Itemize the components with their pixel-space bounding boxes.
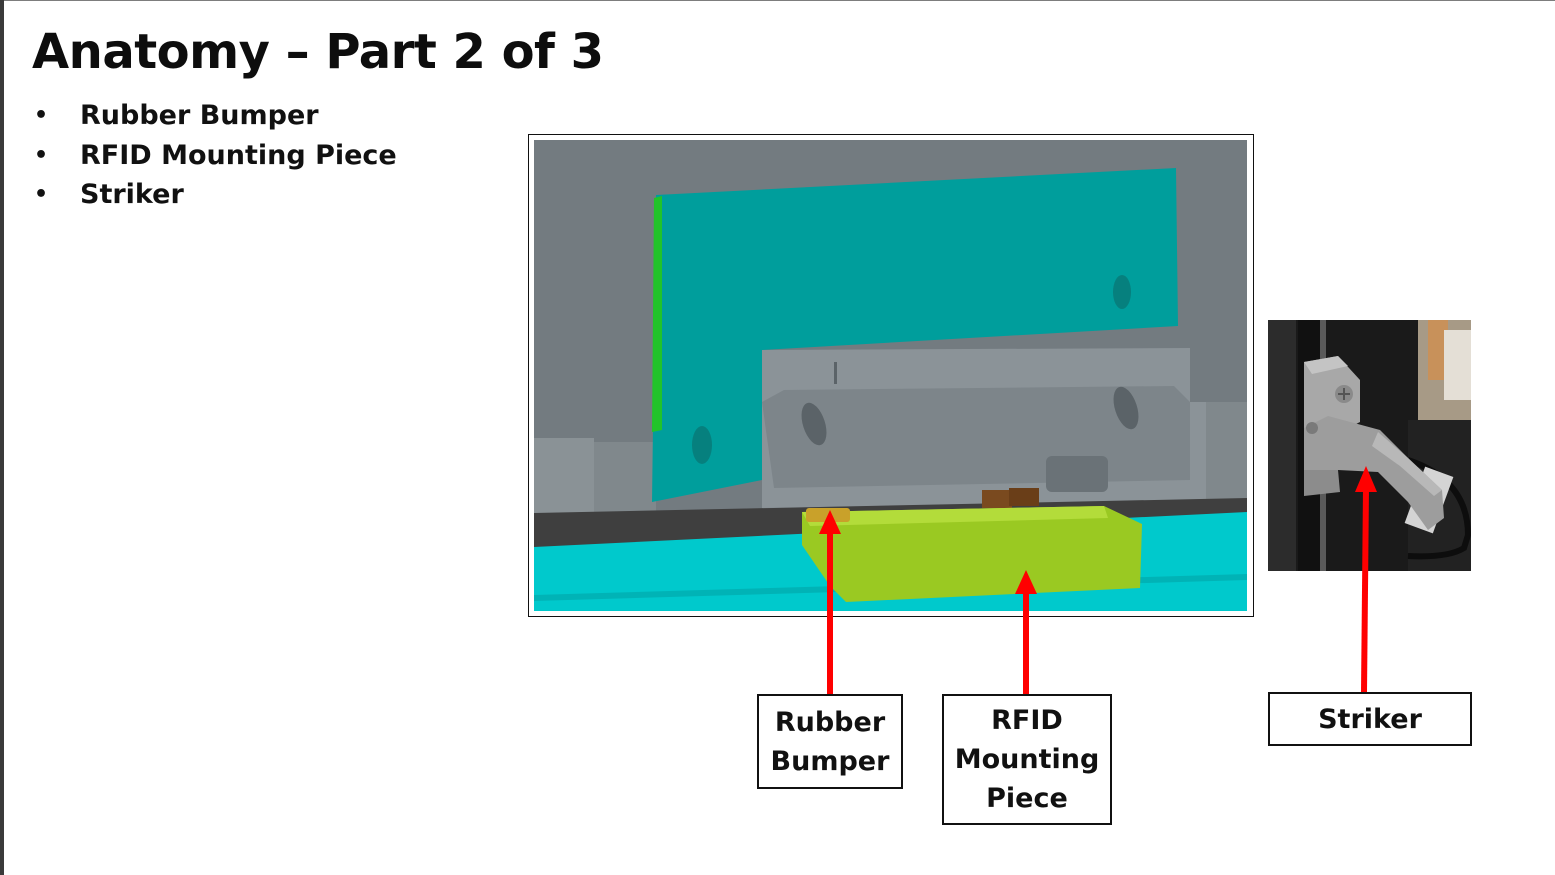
bullet-icon: • <box>32 143 80 168</box>
callout-rfid-mounting-piece: RFID Mounting Piece <box>942 694 1112 825</box>
striker-photo <box>1268 320 1471 571</box>
bullet-item: • Striker <box>32 175 397 215</box>
callout-striker: Striker <box>1268 692 1472 746</box>
callout-rfid-mounting-piece-label: RFID Mounting Piece <box>955 701 1100 818</box>
slide-title: Anatomy – Part 2 of 3 <box>32 24 604 80</box>
callout-rubber-bumper: Rubber Bumper <box>757 694 903 789</box>
bullet-item: • RFID Mounting Piece <box>32 136 397 176</box>
cad-render-frame <box>528 134 1254 617</box>
callout-rubber-bumper-label: Rubber Bumper <box>771 703 890 781</box>
slide-top-border <box>0 0 1555 1</box>
slide-left-border <box>0 0 4 875</box>
bullet-icon: • <box>32 103 80 128</box>
cad-render-image <box>534 140 1247 611</box>
bullet-icon: • <box>32 182 80 207</box>
callout-striker-label: Striker <box>1318 700 1422 739</box>
bullet-item: • Rubber Bumper <box>32 96 397 136</box>
bullet-list: • Rubber Bumper • RFID Mounting Piece • … <box>32 96 397 215</box>
bullet-text: Striker <box>80 179 184 210</box>
bullet-text: Rubber Bumper <box>80 100 319 131</box>
bullet-text: RFID Mounting Piece <box>80 140 397 171</box>
